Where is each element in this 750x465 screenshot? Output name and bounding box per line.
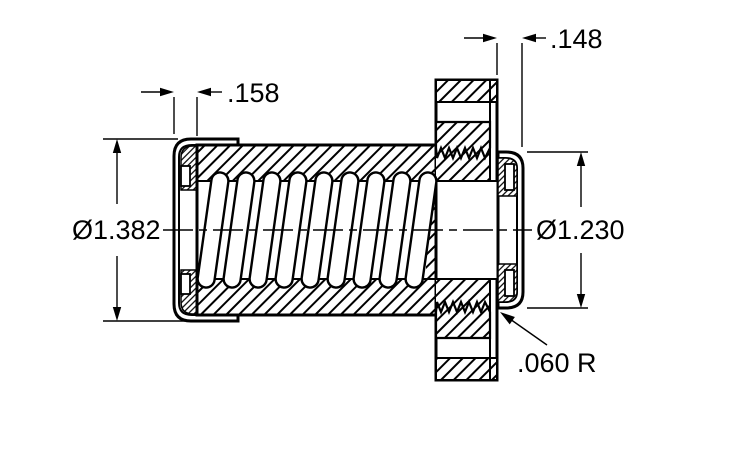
dimension-offset-right [464, 33, 546, 147]
arrowhead [522, 33, 536, 43]
dimension-inner-diameter-label: Ø1.230 [536, 215, 625, 245]
thread-teeth-bottom [434, 299, 492, 340]
arrowhead [576, 152, 586, 166]
dimension-outer-diameter [103, 138, 185, 322]
top-seal-notch [180, 165, 191, 187]
arrowhead [112, 139, 122, 153]
dimension-offset-right-label: .148 [550, 24, 603, 54]
arrowhead [500, 312, 515, 325]
dimension-outer-diameter-label: Ø1.382 [72, 215, 161, 245]
arrowhead [160, 87, 174, 97]
arrowhead [112, 307, 122, 321]
top-seal-notch [504, 163, 515, 191]
bottom-seal-notch [180, 273, 191, 295]
flange-bottom-band [435, 357, 498, 381]
radius-callout-label: .060 R [517, 348, 597, 378]
radius-callout [500, 312, 548, 346]
dimension-offset-left-label: .158 [227, 78, 280, 108]
dimension-inner-diameter [527, 151, 588, 309]
arrowhead [197, 87, 211, 97]
arrowhead [483, 33, 497, 43]
dimension-offset-left [141, 87, 222, 136]
bottom-seal-notch [504, 269, 515, 297]
arrowhead [576, 294, 586, 308]
flange-top-band [435, 79, 498, 103]
thread-teeth-top [434, 120, 492, 161]
